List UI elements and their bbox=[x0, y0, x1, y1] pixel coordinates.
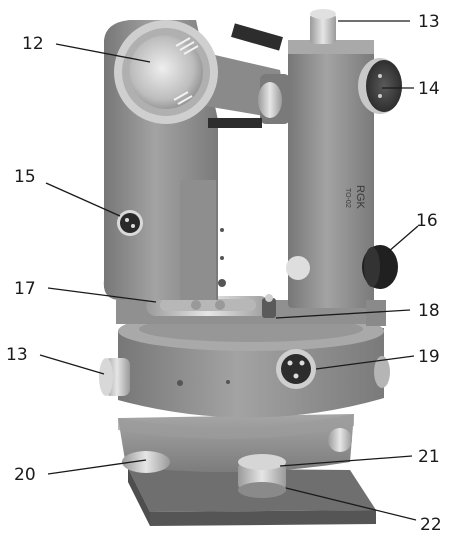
telescope bbox=[114, 20, 290, 128]
callout-label: 14 bbox=[418, 79, 440, 99]
leader-line bbox=[45, 182, 121, 217]
callout-label: 12 bbox=[22, 34, 44, 54]
left-small-knob bbox=[117, 210, 143, 236]
vial-adjust-screw bbox=[262, 294, 276, 318]
callout-label: 20 bbox=[14, 465, 36, 485]
callout-label: 18 bbox=[418, 301, 440, 321]
brand-plate: RGK TO-02 bbox=[344, 185, 366, 210]
leveling-foot-screw bbox=[238, 454, 286, 498]
circle-housing bbox=[99, 311, 390, 418]
tribrach-left-foot bbox=[122, 451, 170, 473]
alidade-plate bbox=[116, 294, 378, 324]
callout-label: 22 bbox=[420, 515, 442, 535]
theodolite-drawing: RGK TO-02 bbox=[99, 9, 402, 526]
tribrach bbox=[118, 414, 354, 498]
leader-line bbox=[275, 309, 411, 319]
callout-label: 21 bbox=[418, 447, 440, 467]
leader-line bbox=[39, 354, 105, 375]
leader-line bbox=[315, 355, 415, 370]
callout-label: 16 bbox=[416, 211, 438, 231]
model-text: TO-02 bbox=[344, 188, 351, 208]
front-knob bbox=[276, 349, 316, 389]
callout-label: 19 bbox=[418, 347, 440, 367]
callout-label: 13 bbox=[418, 12, 440, 32]
brand-text: RGK bbox=[354, 185, 366, 210]
leader-line bbox=[47, 287, 157, 303]
tube-level-vial bbox=[146, 296, 270, 316]
callouts: 13 12 14 15 16 17 18 13 19 20 21 22 bbox=[6, 12, 442, 535]
top-knob bbox=[310, 9, 336, 44]
leader-line bbox=[279, 455, 413, 467]
callout-label: 15 bbox=[14, 167, 36, 187]
leader-line bbox=[387, 225, 419, 253]
leader-line bbox=[47, 459, 147, 475]
leader-line bbox=[285, 487, 417, 521]
right-standard: RGK TO-02 bbox=[286, 9, 402, 326]
side-disc bbox=[358, 58, 402, 114]
right-black-knob bbox=[362, 245, 398, 289]
objective-lens bbox=[114, 20, 218, 124]
callout-label: 13 bbox=[6, 345, 28, 365]
round-button bbox=[286, 256, 310, 280]
callout-label: 17 bbox=[14, 279, 36, 299]
leader-line bbox=[55, 43, 151, 63]
lower-left-knob bbox=[99, 358, 130, 396]
